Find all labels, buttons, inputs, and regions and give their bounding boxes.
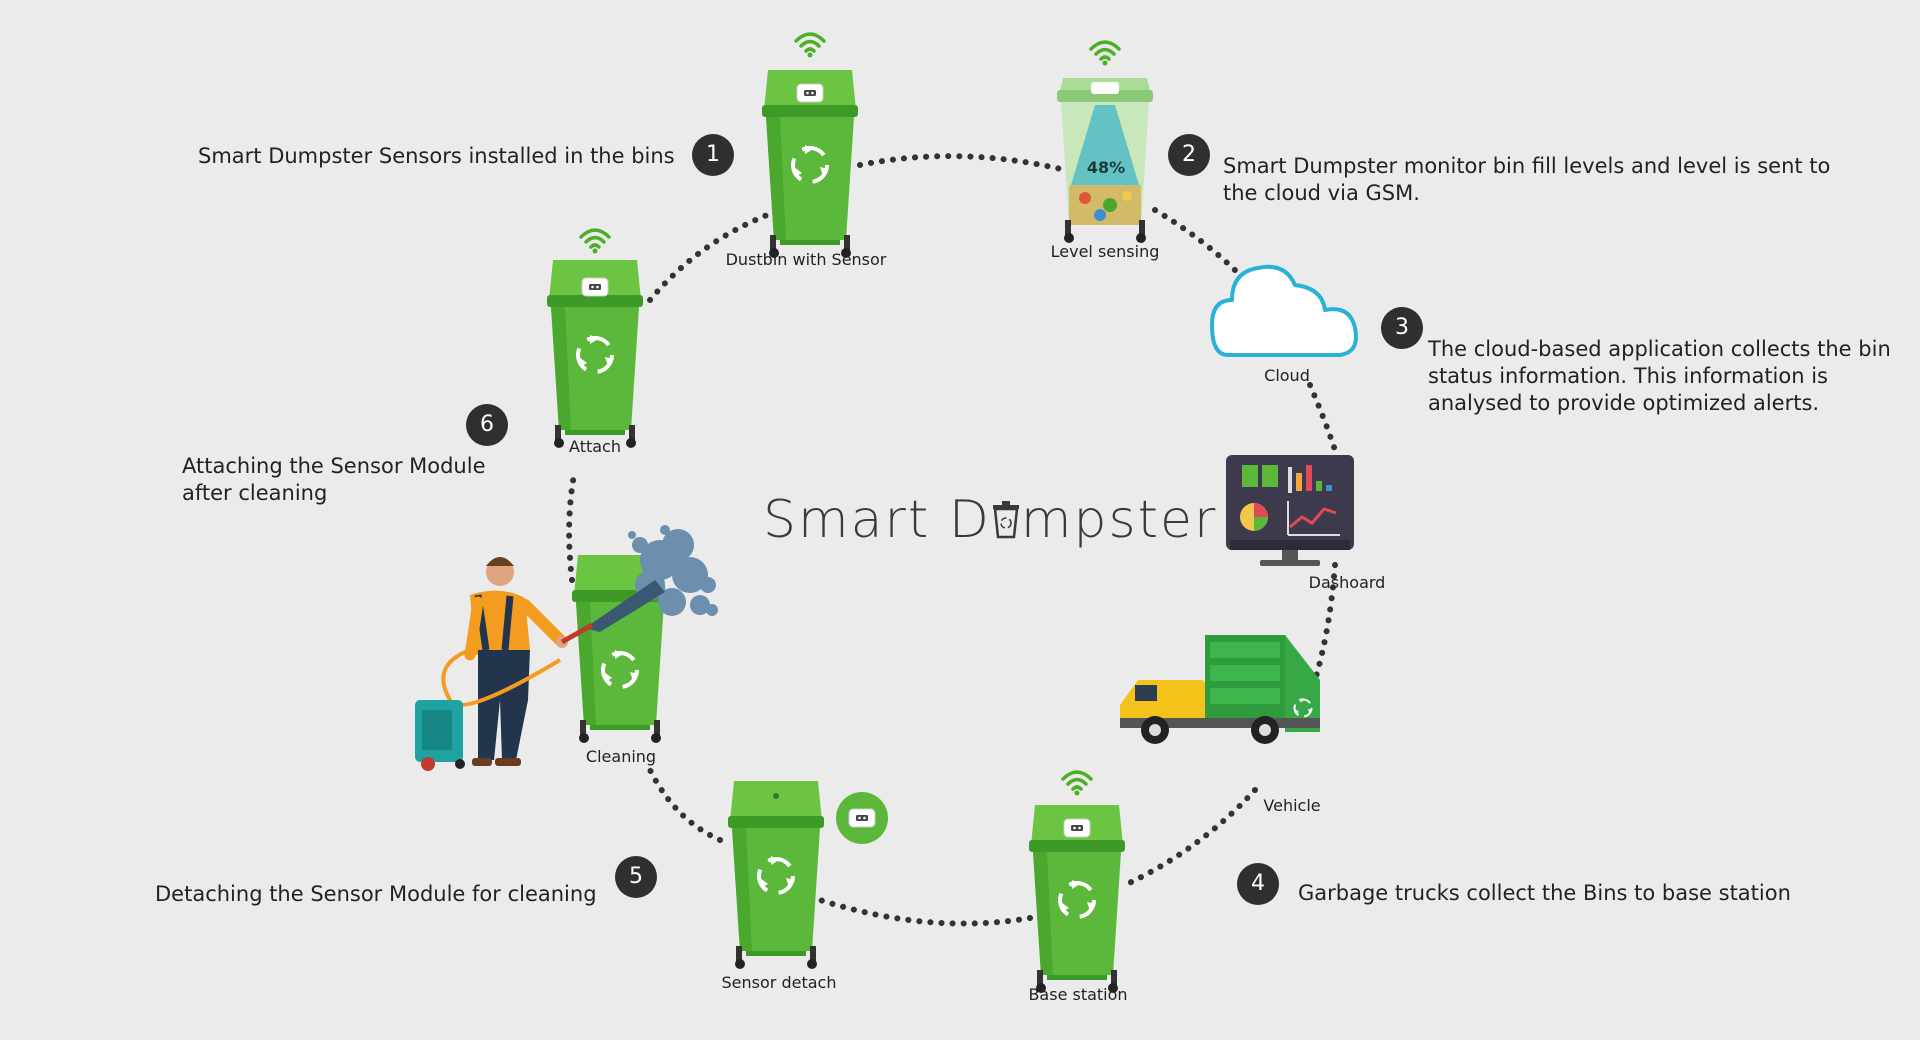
caption-dashboard: Dashoard bbox=[1308, 573, 1386, 592]
dustbin-with-sensor bbox=[762, 32, 858, 258]
step-5-text: Detaching the Sensor Module for cleaning bbox=[155, 882, 597, 906]
sensor-detach-bin bbox=[728, 781, 824, 969]
step-badge-5: 5 bbox=[615, 856, 657, 898]
caption-cloud: Cloud bbox=[1264, 366, 1310, 385]
step-3-text: The cloud-based application collects the… bbox=[1428, 337, 1891, 415]
cloud-icon bbox=[1210, 264, 1358, 357]
attach-bin bbox=[547, 228, 643, 448]
pressure-washer-icon bbox=[415, 648, 562, 771]
dashboard-monitor-icon bbox=[1226, 455, 1354, 566]
step-1-text: Smart Dumpster Sensors installed in the … bbox=[198, 144, 675, 168]
base-station-bin bbox=[1029, 770, 1125, 993]
step-badge-4: 4 bbox=[1237, 863, 1279, 905]
step-6-text: Attaching the Sensor Module after cleani… bbox=[182, 454, 486, 505]
title-bin-glyph-icon bbox=[991, 492, 1021, 539]
caption-level-sensing: Level sensing bbox=[1050, 242, 1160, 261]
fill-level-readout: 48% bbox=[1086, 158, 1126, 177]
step-4-text: Garbage trucks collect the Bins to base … bbox=[1298, 881, 1791, 905]
level-sensing-bin bbox=[1057, 40, 1153, 243]
dotted-cycle-path bbox=[566, 153, 1338, 927]
caption-attach: Attach bbox=[569, 437, 621, 456]
detached-sensor-module-icon bbox=[836, 792, 888, 844]
step-badge-1: 1 bbox=[692, 134, 734, 176]
step-2-text: Smart Dumpster monitor bin fill levels a… bbox=[1223, 154, 1831, 205]
worker-icon bbox=[464, 557, 594, 766]
caption-base-station: Base station bbox=[1028, 985, 1128, 1004]
step-badge-2: 2 bbox=[1168, 134, 1210, 176]
step-badge-6: 6 bbox=[466, 404, 508, 446]
spray-splash-icon bbox=[585, 525, 718, 632]
caption-dustbin-with-sensor: Dustbin with Sensor bbox=[725, 250, 887, 269]
caption-vehicle: Vehicle bbox=[1263, 796, 1321, 815]
sensor-beam bbox=[1071, 105, 1139, 185]
step-badge-3: 3 bbox=[1381, 307, 1423, 349]
caption-cleaning: Cleaning bbox=[585, 747, 657, 766]
caption-sensor-detach: Sensor detach bbox=[721, 973, 837, 992]
garbage-truck-icon bbox=[1120, 635, 1320, 744]
